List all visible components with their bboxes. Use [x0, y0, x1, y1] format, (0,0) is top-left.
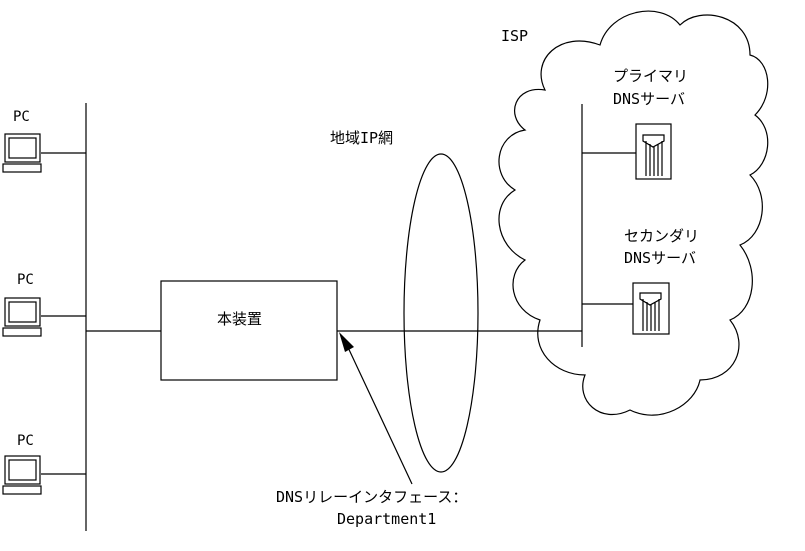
pc-2: [2, 297, 86, 337]
pc-3-label: PC: [17, 433, 34, 449]
primary-dns-label-line2: DNSサーバ: [613, 90, 685, 108]
secondary-dns-server-icon: [632, 282, 670, 335]
secondary-dns-label-line2: DNSサーバ: [624, 249, 696, 267]
regional-network-ellipse: [403, 153, 479, 473]
primary-dns-label-line1: プライマリ: [613, 67, 688, 85]
isp-cloud: [498, 10, 769, 416]
pc-1-label: PC: [13, 109, 30, 125]
device-box: [160, 280, 338, 381]
pc-2-label: PC: [17, 272, 34, 288]
relay-interface-arrow-line: [344, 340, 413, 485]
pc-3: [2, 455, 86, 495]
secondary-dns-label-line1: セカンダリ: [624, 227, 699, 245]
pc-1: [2, 133, 86, 173]
isp-label: ISP: [501, 27, 528, 45]
primary-dns-server-icon: [635, 123, 672, 180]
relay-interface-label-line2: Department1: [337, 510, 436, 528]
relay-interface-arrowhead: [339, 332, 354, 352]
relay-interface-label-line1: DNSリレーインタフェース：: [276, 488, 467, 506]
regional-network-label: 地域IP網: [330, 129, 393, 147]
device-label: 本装置: [217, 310, 262, 328]
